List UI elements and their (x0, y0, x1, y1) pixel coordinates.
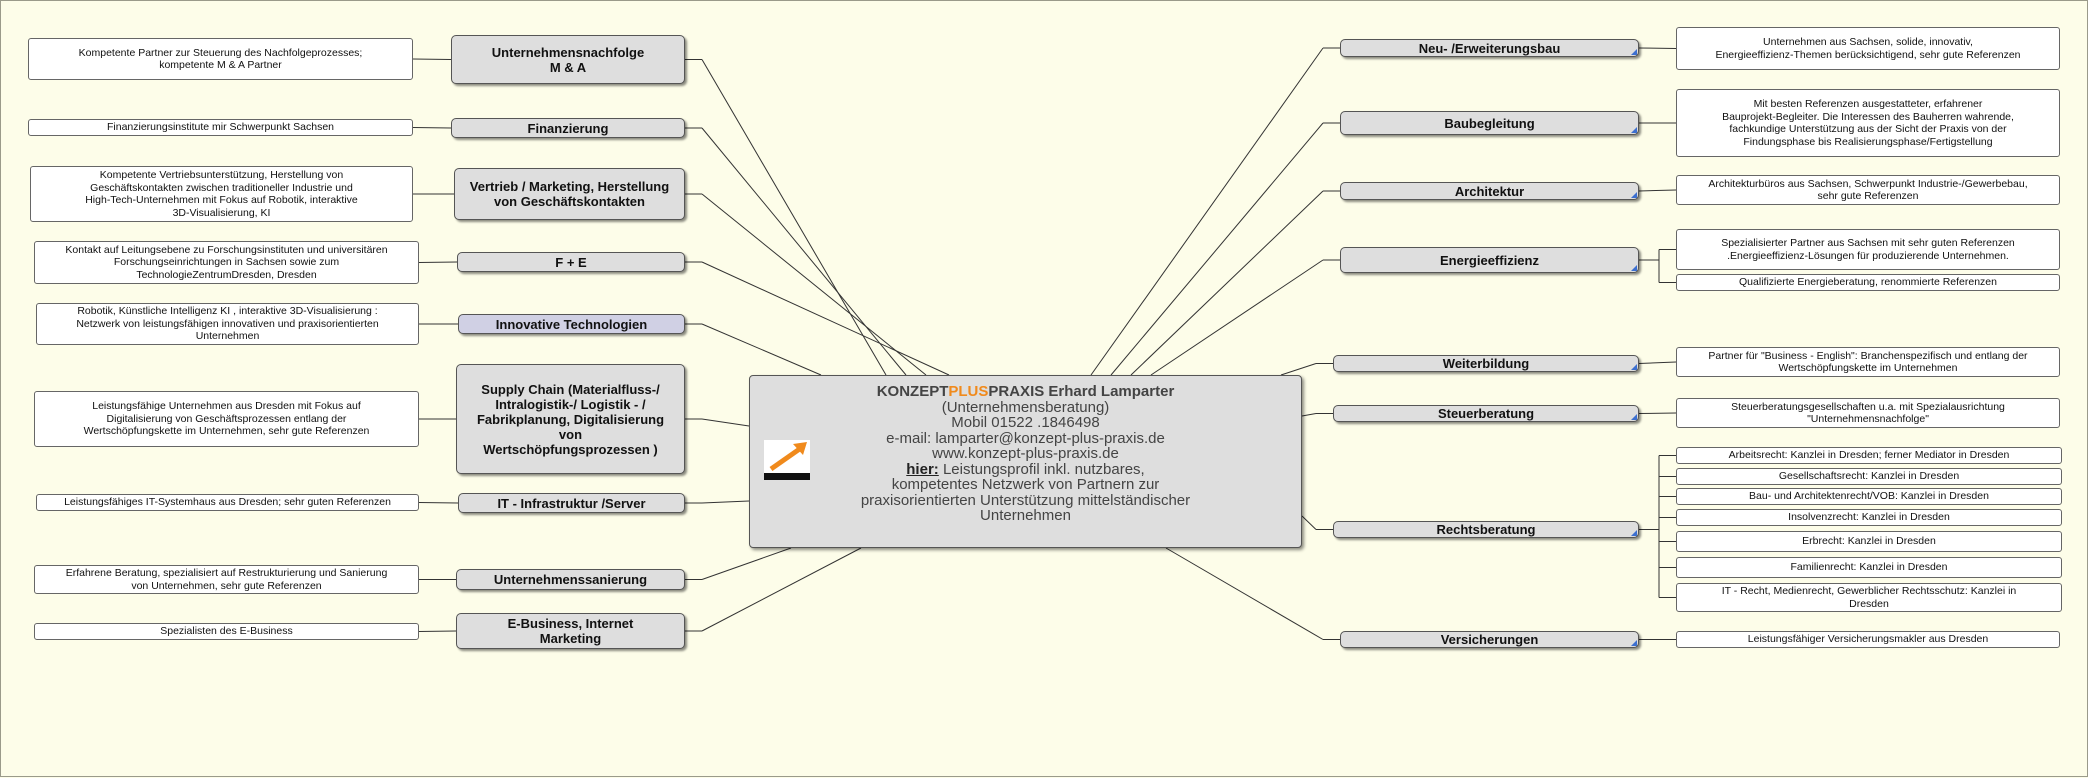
leaf-connector (1638, 412, 1677, 414)
branch-connector (701, 323, 822, 376)
topic-it-infrastruktur[interactable]: IT - Infrastruktur /Server (458, 493, 685, 513)
leaf-connector (418, 630, 457, 632)
topic-supply-chain[interactable]: Supply Chain (Materialfluss-/ Intralogis… (456, 364, 685, 474)
leaf-connector (1638, 361, 1677, 364)
branch-connector (1301, 515, 1317, 530)
leaf-rechtsberatung[interactable]: Erbrecht: Kanzlei in Dresden (1676, 531, 2062, 552)
leaf-unternehmensnachfolge[interactable]: Kompetente Partner zur Steuerung des Nac… (28, 38, 413, 80)
leaf-connector (418, 261, 458, 263)
topic-weiterbildung[interactable]: Weiterbildung (1333, 355, 1639, 372)
topic-architektur[interactable]: Architektur (1340, 182, 1639, 200)
branch-connector (701, 547, 862, 632)
leaf-architektur[interactable]: Architekturbüros aus Sachsen, Schwerpunk… (1676, 175, 2060, 205)
leaf-rechtsberatung[interactable]: IT - Recht, Medienrecht, Gewerblicher Re… (1676, 583, 2062, 612)
topic-rechtsberatung[interactable]: Rechtsberatung (1333, 521, 1639, 538)
branch-connector (701, 127, 907, 376)
center-description-line: hier: Leistungsprofil inkl. nutzbares, (906, 460, 1145, 478)
branch-connector (701, 193, 927, 376)
branch-connector (701, 418, 750, 427)
leaf-connector (418, 502, 459, 504)
topic-vertrieb-marketing[interactable]: Vertrieb / Marketing, Herstellung von Ge… (454, 168, 685, 220)
topic-unternehmenssanierung[interactable]: Unternehmenssanierung (456, 569, 685, 590)
topic-neu-erweiterungsbau[interactable]: Neu- /Erweiterungsbau (1340, 39, 1639, 57)
konzept-plus-praxis-logo-icon (764, 440, 810, 480)
leaf-it-infrastruktur[interactable]: Leistungsfähiges IT-Systemhaus aus Dresd… (36, 494, 419, 511)
topic-unternehmensnachfolge[interactable]: Unternehmensnachfolge M & A (451, 35, 685, 84)
branch-connector (701, 59, 887, 376)
leaf-energieeffizienz[interactable]: Qualifizierte Energieberatung, renommier… (1676, 274, 2060, 291)
leaf-steuerberatung[interactable]: Steuerberatungsgesellschaften u.a. mit S… (1676, 398, 2060, 428)
leaf-rechtsberatung[interactable]: Insolvenzrecht: Kanzlei in Dresden (1676, 509, 2062, 526)
leaf-energieeffizienz[interactable]: Spezialisierter Partner aus Sachsen mit … (1676, 229, 2060, 270)
topic-f-und-e[interactable]: F + E (457, 252, 685, 272)
leaf-supply-chain[interactable]: Leistungsfähige Unternehmen aus Dresden … (34, 391, 419, 447)
center-description-line: praxisorientierten Unterstützung mittels… (860, 491, 1191, 509)
topic-steuerberatung[interactable]: Steuerberatung (1333, 405, 1639, 422)
leaf-weiterbildung[interactable]: Partner für "Business - English": Branch… (1676, 347, 2060, 377)
leaf-e-business[interactable]: Spezialisten des E-Business (34, 623, 419, 640)
leaf-rechtsberatung[interactable]: Bau- und Architektenrecht/VOB: Kanzlei i… (1676, 488, 2062, 505)
center-subtitle: (Unternehmensberatung) (941, 398, 1110, 416)
branch-connector (1110, 122, 1324, 376)
leaf-vertrieb-marketing[interactable]: Kompetente Vertriebsunterstützung, Herst… (30, 166, 413, 222)
topic-e-business[interactable]: E-Business, Internet Marketing (456, 613, 685, 649)
center-node[interactable]: KONZEPTPLUSPRAXIS Erhard Lamparter (Unte… (749, 375, 1302, 548)
leaf-connector (412, 127, 452, 129)
topic-finanzierung[interactable]: Finanzierung (451, 118, 685, 138)
leaf-connector (412, 58, 452, 60)
branch-connector (1150, 259, 1324, 376)
leaf-rechtsberatung[interactable]: Arbeitsrecht: Kanzlei in Dresden; ferner… (1676, 447, 2062, 464)
center-description-line: kompetentes Netzwerk von Partnern zur (891, 476, 1160, 493)
leaf-rechtsberatung[interactable]: Familienrecht: Kanzlei in Dresden (1676, 557, 2062, 578)
leaf-baubegleitung[interactable]: Mit besten Referenzen ausgestatteter, er… (1676, 89, 2060, 157)
branch-connector (1301, 413, 1317, 417)
leaf-f-und-e[interactable]: Kontakt auf Leitungsebene zu Forschungsi… (34, 241, 419, 284)
branch-connector (701, 261, 950, 376)
leaf-innovative-technologien[interactable]: Robotik, Künstliche Intelligenz KI , int… (36, 303, 419, 345)
leaf-neu-erweiterungsbau[interactable]: Unternehmen aus Sachsen, solide, innovat… (1676, 27, 2060, 70)
center-email: e-mail: lamparter@konzept-plus-praxis.de (886, 429, 1165, 447)
branch-connector (1130, 190, 1324, 376)
leaf-finanzierung[interactable]: Finanzierungsinstitute mir Schwerpunkt S… (28, 119, 413, 136)
branch-connector (1280, 363, 1317, 376)
center-phone: Mobil 01522 .1846498 (951, 414, 1100, 431)
leaf-connector (1638, 47, 1677, 49)
branch-connector (701, 547, 792, 580)
leaf-versicherungen[interactable]: Leistungsfähiger Versicherungsmakler aus… (1676, 631, 2060, 648)
leaf-connector (1638, 189, 1677, 192)
topic-energieeffizienz[interactable]: Energieeffizienz (1340, 247, 1639, 273)
topic-baubegleitung[interactable]: Baubegleitung (1340, 111, 1639, 135)
leaf-rechtsberatung[interactable]: Gesellschaftsrecht: Kanzlei in Dresden (1676, 468, 2062, 485)
center-description-line: Unternehmen (980, 507, 1071, 524)
topic-versicherungen[interactable]: Versicherungen (1340, 631, 1639, 648)
topic-innovative-technologien[interactable]: Innovative Technologien (458, 314, 685, 334)
branch-connector (1090, 47, 1324, 376)
branch-connector (701, 500, 750, 504)
center-title: KONZEPTPLUSPRAXIS Erhard Lamparter (876, 383, 1175, 400)
center-website: www.konzept-plus-praxis.de (932, 445, 1119, 462)
branch-connector (1165, 547, 1324, 640)
leaf-unternehmenssanierung[interactable]: Erfahrene Beratung, spezialisiert auf Re… (34, 565, 419, 594)
